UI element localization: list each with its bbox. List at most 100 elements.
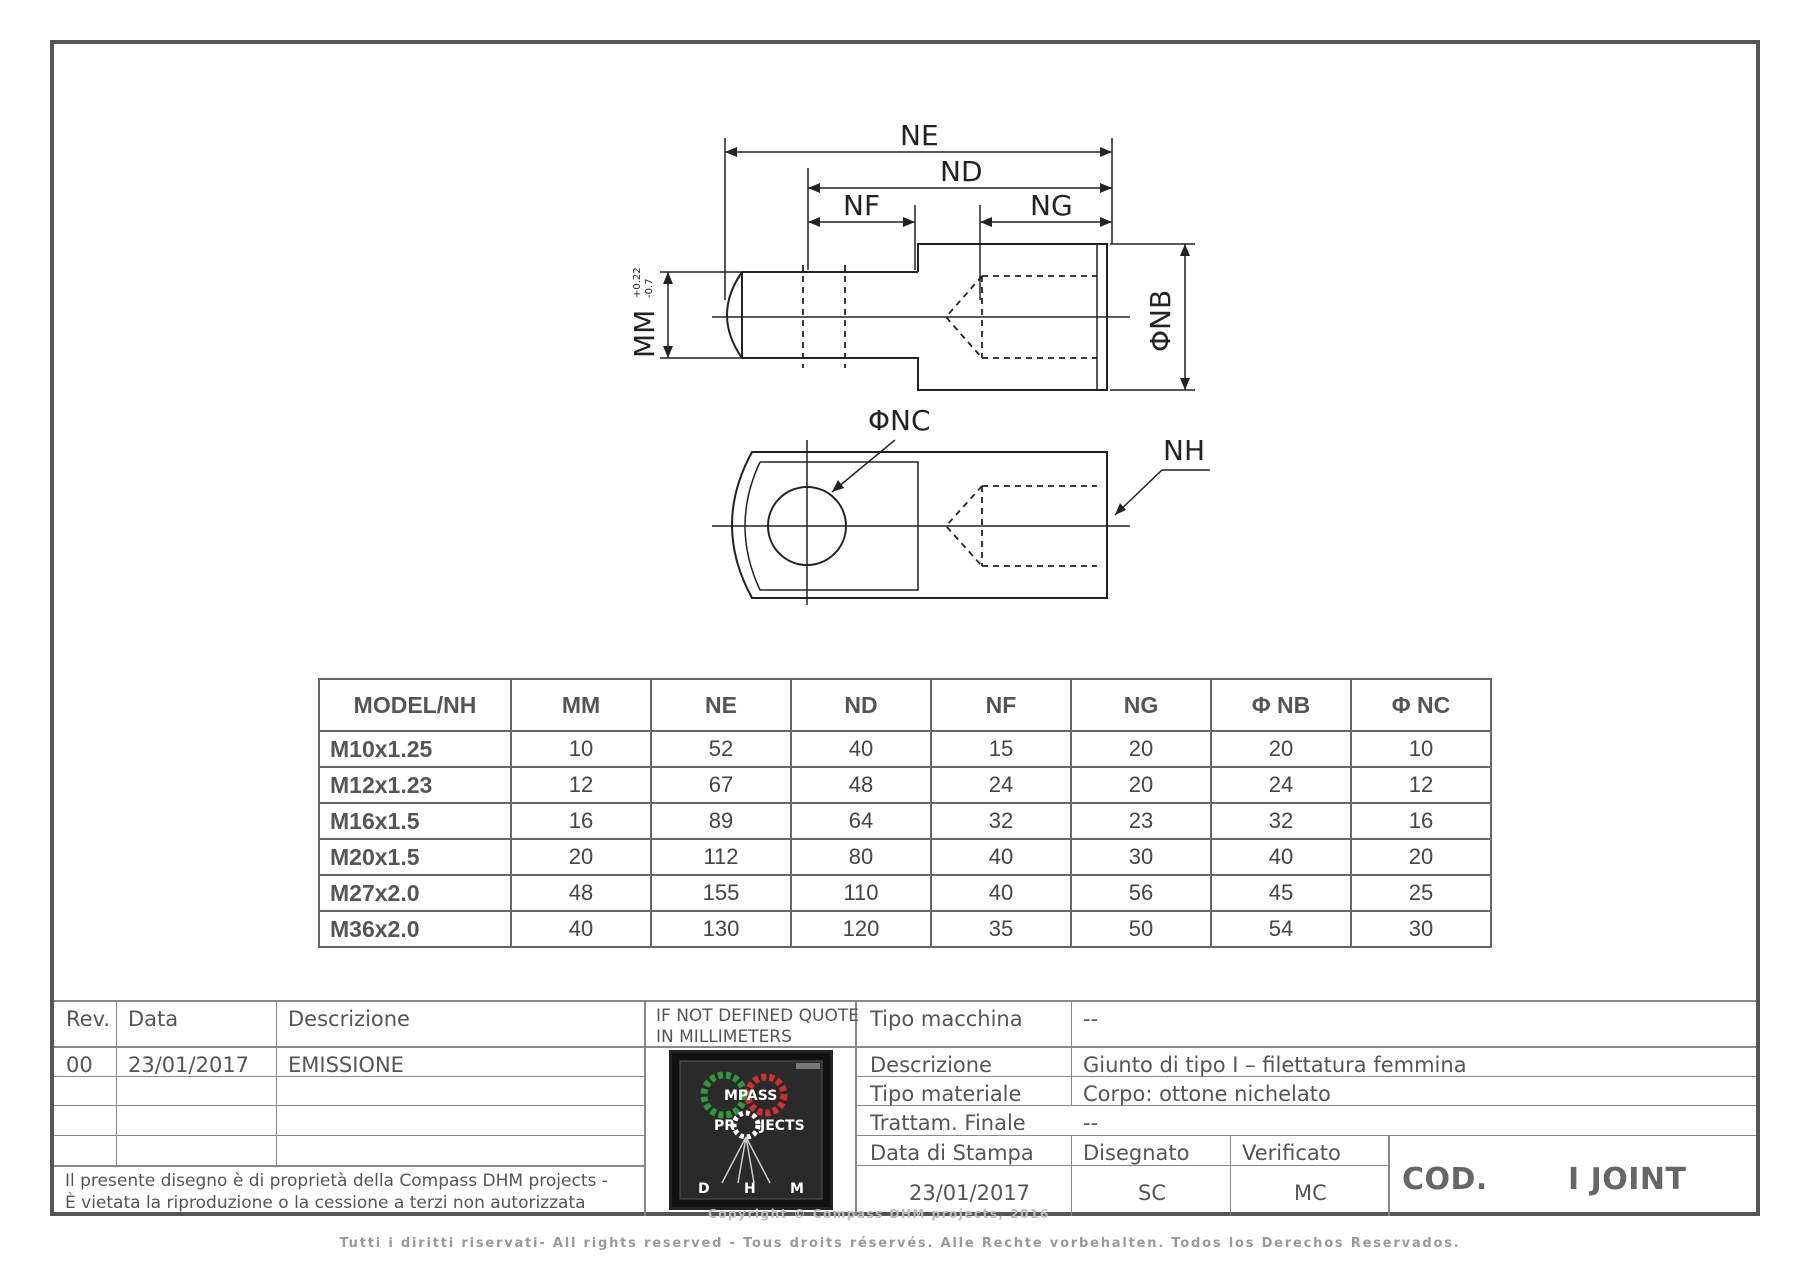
quote-note-2: IN MILLIMETERS bbox=[656, 1027, 792, 1047]
cell: 64 bbox=[790, 802, 932, 840]
cell-model: M10x1.25 bbox=[318, 730, 512, 768]
table-row: M10x1.25 10 52 40 15 20 20 10 bbox=[318, 730, 1492, 768]
cell: 20 bbox=[1350, 838, 1492, 876]
divider bbox=[1230, 1135, 1231, 1216]
cell: 32 bbox=[930, 802, 1072, 840]
cod-value: I JOINT bbox=[1568, 1162, 1687, 1197]
cell: 10 bbox=[1350, 730, 1492, 768]
dim-mm-tol-lower: -0.7 bbox=[644, 278, 655, 298]
header-nc: Φ NC bbox=[1350, 678, 1492, 732]
property-note-2: È vietata la riproduzione o la cessione … bbox=[65, 1193, 586, 1213]
cell: 40 bbox=[510, 910, 652, 948]
cell: 20 bbox=[1070, 766, 1212, 804]
header-ne: NE bbox=[650, 678, 792, 732]
logo-text: JECTS bbox=[760, 1118, 805, 1134]
cell: 112 bbox=[650, 838, 792, 876]
cell: 35 bbox=[930, 910, 1072, 948]
header-nb: Φ NB bbox=[1210, 678, 1352, 732]
divider bbox=[644, 1000, 646, 1216]
date-value: 23/01/2017 bbox=[128, 1053, 250, 1077]
verified-value: MC bbox=[1294, 1181, 1327, 1205]
machine-label: Tipo macchina bbox=[870, 1007, 1023, 1031]
verified-label: Verificato bbox=[1242, 1141, 1341, 1165]
dim-mm-tol-upper: +0.22 bbox=[632, 267, 643, 298]
cell: 25 bbox=[1350, 874, 1492, 912]
logo-text: H bbox=[744, 1181, 756, 1197]
drawn-value: SC bbox=[1138, 1181, 1166, 1205]
finish-value: -- bbox=[1083, 1111, 1099, 1135]
cell-model: M12x1.23 bbox=[318, 766, 512, 804]
header-nf: NF bbox=[930, 678, 1072, 732]
print-date-value: 23/01/2017 bbox=[909, 1181, 1031, 1205]
dim-mm-label: MM bbox=[628, 310, 661, 358]
dim-nc-label: ΦNC bbox=[868, 404, 931, 437]
cell-model: M36x2.0 bbox=[318, 910, 512, 948]
header-mm: MM bbox=[510, 678, 652, 732]
divider bbox=[1071, 1135, 1072, 1216]
cell: 48 bbox=[790, 766, 932, 804]
description-value: Giunto di tipo I – filettatura femmina bbox=[1083, 1053, 1467, 1077]
cell: 32 bbox=[1210, 802, 1352, 840]
divider bbox=[855, 1105, 1756, 1106]
machine-value: -- bbox=[1083, 1007, 1099, 1031]
desc-value: EMISSIONE bbox=[288, 1053, 404, 1077]
divider bbox=[276, 1000, 277, 1165]
logo-text: M bbox=[790, 1181, 804, 1197]
cell: 12 bbox=[510, 766, 652, 804]
rev-value: 00 bbox=[66, 1053, 93, 1077]
copyright-text: Copyright © Compass DHM projects, 2016 bbox=[708, 1207, 1050, 1221]
cell: 67 bbox=[650, 766, 792, 804]
cell: 40 bbox=[930, 838, 1072, 876]
cell: 30 bbox=[1350, 910, 1492, 948]
cell: 80 bbox=[790, 838, 932, 876]
cell: 50 bbox=[1070, 910, 1212, 948]
divider bbox=[54, 1000, 1756, 1002]
drawn-label: Disegnato bbox=[1083, 1141, 1190, 1165]
divider bbox=[54, 1046, 1756, 1048]
finish-label: Trattam. Finale bbox=[870, 1111, 1026, 1135]
cell: 15 bbox=[930, 730, 1072, 768]
dimensions-table: MODEL/NH MM NE ND NF NG Φ NB Φ NC M10x1.… bbox=[318, 678, 1492, 948]
dim-nb-label: ΦNB bbox=[1144, 290, 1177, 352]
material-label: Tipo materiale bbox=[870, 1082, 1022, 1106]
cell: 155 bbox=[650, 874, 792, 912]
table-row: M16x1.5 16 89 64 32 23 32 16 bbox=[318, 802, 1492, 840]
dim-nf-label: NF bbox=[843, 189, 880, 222]
cell: 20 bbox=[1210, 730, 1352, 768]
cell-model: M16x1.5 bbox=[318, 802, 512, 840]
drawing-frame bbox=[50, 40, 1760, 1216]
cell: 20 bbox=[510, 838, 652, 876]
cell: 110 bbox=[790, 874, 932, 912]
cell: 23 bbox=[1070, 802, 1212, 840]
cell: 30 bbox=[1070, 838, 1212, 876]
table-row: M27x2.0 48 155 110 40 56 45 25 bbox=[318, 874, 1492, 912]
cell: 24 bbox=[1210, 766, 1352, 804]
description-label: Descrizione bbox=[870, 1053, 992, 1077]
dim-nh-label: NH bbox=[1163, 434, 1205, 467]
quote-note-1: IF NOT DEFINED QUOTE bbox=[656, 1006, 859, 1026]
gear-icon bbox=[679, 1060, 823, 1200]
date-header: Data bbox=[128, 1007, 179, 1031]
table-row: M36x2.0 40 130 120 35 50 54 30 bbox=[318, 910, 1492, 948]
cell: 16 bbox=[1350, 802, 1492, 840]
property-note-1: Il presente disegno è di proprietà della… bbox=[65, 1171, 608, 1191]
header-nd: ND bbox=[790, 678, 932, 732]
header-ng: NG bbox=[1070, 678, 1212, 732]
cell-model: M27x2.0 bbox=[318, 874, 512, 912]
cell: 45 bbox=[1210, 874, 1352, 912]
cell: 16 bbox=[510, 802, 652, 840]
cell: 20 bbox=[1070, 730, 1212, 768]
cod-label: COD. bbox=[1402, 1162, 1488, 1197]
table-row: M20x1.5 20 112 80 40 30 40 20 bbox=[318, 838, 1492, 876]
footer-rights: Tutti i diritti riservati- All rights re… bbox=[339, 1236, 1461, 1251]
logo-text: D bbox=[698, 1181, 710, 1197]
divider bbox=[855, 1000, 857, 1216]
logo-text: MPASS bbox=[724, 1088, 778, 1104]
divider bbox=[855, 1165, 1388, 1166]
cell: 24 bbox=[930, 766, 1072, 804]
divider bbox=[54, 1105, 644, 1106]
rev-header: Rev. bbox=[66, 1007, 111, 1031]
divider bbox=[54, 1135, 644, 1136]
cell: 12 bbox=[1350, 766, 1492, 804]
